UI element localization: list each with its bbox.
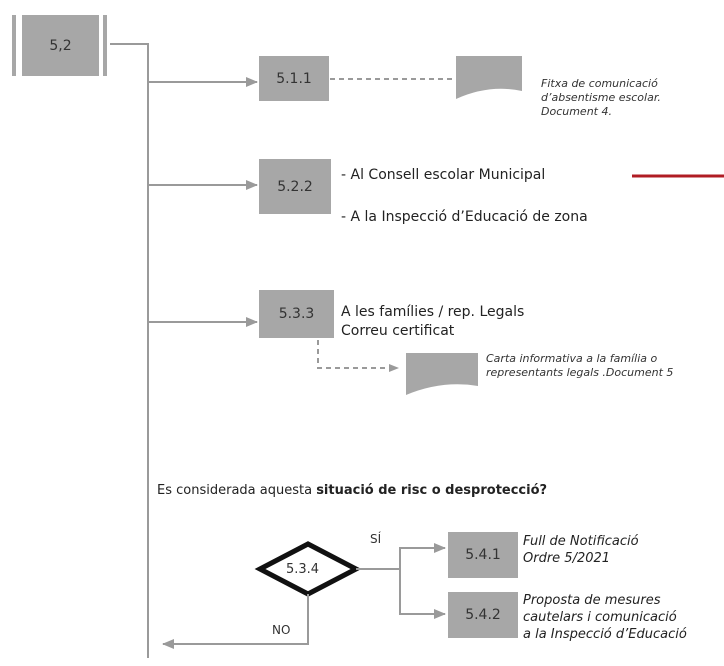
node-5-4-1-label: 5.4.1 <box>465 547 501 563</box>
families-line-2: Correu certificat <box>341 323 455 339</box>
outcome-2-line-1: Proposta de mesures <box>523 593 661 608</box>
document-4-icon <box>456 56 522 99</box>
document-5-line-2: representants legals .Document 5 <box>486 366 674 379</box>
outcome-notificacio: Full de Notificació Ordre 5/2021 <box>523 533 639 567</box>
node-5-3-4-label: 5.3.4 <box>286 562 320 577</box>
document-4-caption: Fitxa de comunicació d’absentisme escola… <box>541 77 661 119</box>
families-line-1: A les famílies / rep. Legals <box>341 304 525 320</box>
yes-connector <box>356 543 446 570</box>
document-5-line-1: Carta informativa a la família o <box>486 352 658 365</box>
node-5-3-3: 5.3.3 <box>259 290 334 338</box>
question-prefix: Es considerada aquesta <box>157 483 317 498</box>
node-5-1-1: 5.1.1 <box>259 56 329 101</box>
document-5-icon <box>406 353 478 395</box>
node-5-3-3-label: 5.3.3 <box>278 306 315 322</box>
node-5-4-1: 5.4.1 <box>448 532 518 578</box>
node-5-2-right-bar <box>103 15 107 76</box>
document-4-line-2: d’absentisme escolar. <box>541 91 661 104</box>
main-connector <box>110 43 149 658</box>
node-5-2: 5,2 <box>22 15 99 76</box>
outcome-1-line-1: Full de Notificació <box>523 534 639 549</box>
decision-question: Es considerada aquesta situació de risc … <box>157 483 547 498</box>
document-4-line-1: Fitxa de comunicació <box>541 77 658 90</box>
document-4-line-3: Document 4. <box>541 105 612 118</box>
branch-no-label: NO <box>272 623 291 637</box>
node-5-2-left-bar <box>12 15 16 76</box>
recipient-consell: - Al Consell escolar Municipal <box>341 167 546 183</box>
node-5-2-2: 5.2.2 <box>259 159 331 214</box>
outcome-mesures: Proposta de mesures cautelars i comunica… <box>523 592 687 643</box>
node-5-2-label: 5,2 <box>49 37 72 54</box>
document-5-caption: Carta informativa a la família o represe… <box>486 352 673 380</box>
dashed-link-doc5 <box>317 340 399 372</box>
outcome-2-line-3: a la Inspecció d’Educació <box>523 627 687 642</box>
no-connector <box>162 594 309 649</box>
yes-connector-lower <box>399 569 446 619</box>
node-5-4-2: 5.4.2 <box>448 592 518 638</box>
question-bold: situació de risc o desprotecció? <box>316 483 548 498</box>
node-5-2-2-label: 5.2.2 <box>277 178 313 195</box>
node-5-1-1-label: 5.1.1 <box>276 70 312 87</box>
outcome-1-line-2: Ordre 5/2021 <box>523 551 611 566</box>
recipient-inspeccio: - A la Inspecció d’Educació de zona <box>341 209 588 225</box>
branch-yes-label: SÍ <box>370 532 382 546</box>
node-5-4-2-label: 5.4.2 <box>465 607 501 623</box>
outcome-2-line-2: cautelars i comunicació <box>523 610 677 625</box>
